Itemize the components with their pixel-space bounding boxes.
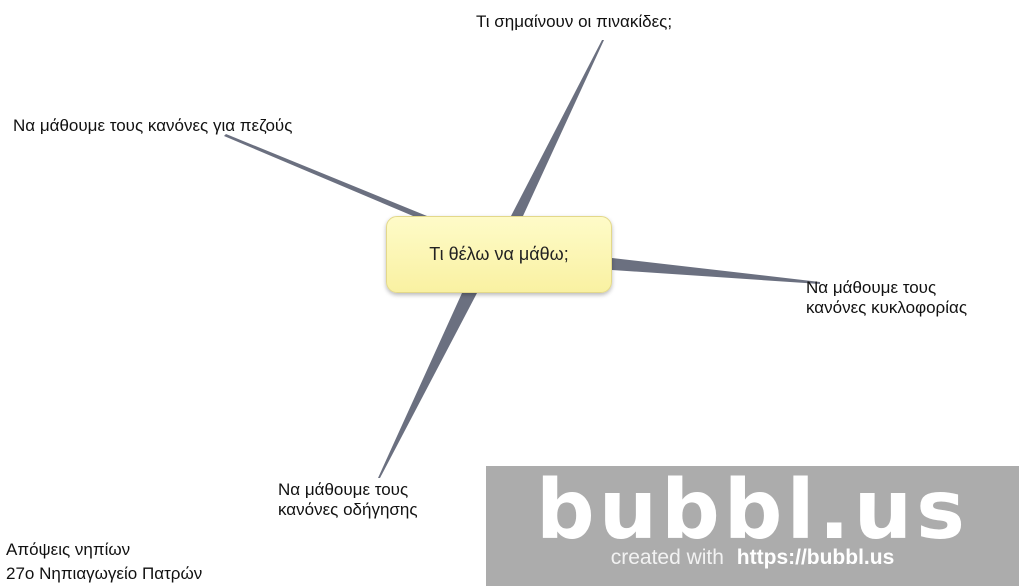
bubblus-logo: bubbl.us (536, 463, 969, 558)
watermark-url: https://bubbl.us (736, 546, 895, 569)
watermark-created-with: created with (610, 546, 724, 569)
link-root-to-pedestrians (224, 134, 427, 216)
topic-signs-label: Τι σημαίνουν οι πινακίδες; (476, 12, 673, 31)
topic-driving-label-line1: Να μάθουμε τους (278, 480, 409, 499)
topic-pedestrians[interactable]: Να μάθουμε τους κανόνες για πεζούς (13, 116, 292, 136)
watermark-subtitle: created with https://bubbl.us (486, 546, 1019, 570)
topic-traffic-label-line2: κανόνες κυκλοφορίας (806, 298, 968, 317)
topic-driving-label-line2: κανόνες οδήγησης (278, 500, 418, 519)
central-topic-label: Τι θέλω να μάθω; (429, 244, 569, 264)
link-root-to-signs (511, 40, 604, 216)
topic-signs[interactable]: Τι σημαίνουν οι πινακίδες; (476, 12, 672, 32)
caption-line-1: Απόψεις νηπίων (6, 540, 131, 559)
topic-traffic-rules[interactable]: Να μάθουμε τους κανόνες κυκλοφορίας (806, 278, 967, 318)
topic-traffic-label-line1: Να μάθουμε τους (806, 278, 937, 297)
bubblus-watermark: bubbl.us created with https://bubbl.us (486, 466, 1019, 586)
link-root-to-driving (378, 293, 477, 478)
topic-pedestrians-label: Να μάθουμε τους κανόνες για πεζούς (13, 116, 293, 135)
caption-line-2: 27ο Νηπιαγωγείο Πατρών (6, 564, 203, 583)
topic-driving-rules[interactable]: Να μάθουμε τους κανόνες οδήγησης (278, 480, 418, 520)
central-topic-node[interactable]: Τι θέλω να μάθω; (386, 216, 612, 293)
link-root-to-traffic (612, 258, 820, 284)
